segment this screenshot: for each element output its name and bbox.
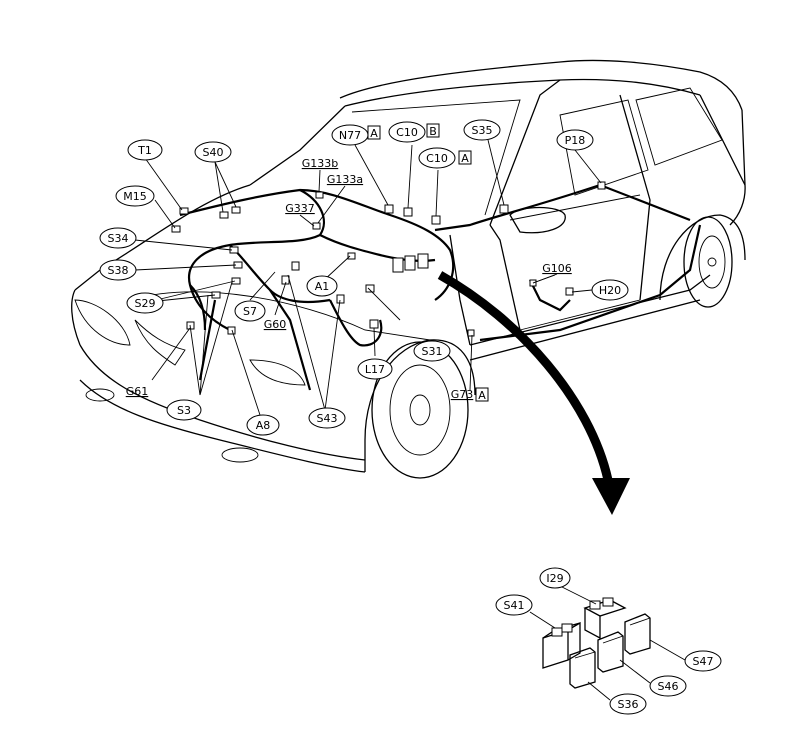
connector-S35: [499, 204, 509, 214]
callout-M15: M15: [123, 190, 147, 203]
relay-S46: [597, 631, 624, 673]
connector-L17: [369, 319, 379, 329]
relay-3: [417, 253, 429, 269]
callout-G73-box: A: [478, 389, 486, 402]
callout-G133b: G133b: [302, 157, 339, 170]
callout-P18: P18: [565, 134, 586, 147]
connector-G133b: [315, 191, 324, 199]
callout-S3: S3: [177, 404, 191, 417]
callout-A1: A1: [315, 280, 330, 293]
relay-S41: [542, 621, 581, 669]
car-outline: [71, 59, 746, 479]
callout-S7: S7: [243, 305, 257, 318]
connector-M15: [171, 225, 181, 233]
callout-C10-upper: C10: [396, 126, 418, 139]
callout-G106: G106: [542, 262, 572, 275]
callout-T1-bubble: [127, 139, 163, 161]
connector-A8: [227, 326, 236, 335]
callout-A8: A8: [256, 419, 271, 432]
callout-S46: S46: [658, 680, 679, 693]
callout-S38: S38: [108, 264, 129, 277]
callout-S35: S35: [472, 124, 493, 137]
connector-P18: [597, 181, 606, 190]
callout-G133a: G133a: [327, 173, 363, 186]
connector-C10-lower: [431, 215, 441, 225]
callout-G60: G60: [264, 318, 287, 331]
connector-S40a: [219, 211, 229, 219]
callout-G337: G337: [285, 202, 315, 215]
callout-S47: S47: [693, 655, 714, 668]
relay-S47: [624, 613, 651, 655]
callout-S29: S29: [135, 297, 156, 310]
connector-S43: [336, 294, 345, 304]
connector-G73: [467, 329, 475, 337]
callout-G73: G73: [451, 388, 474, 401]
callout-G61: G61: [126, 385, 149, 398]
connector-S31: [365, 284, 375, 293]
relay-detail: [529, 584, 686, 701]
connector-G60: [291, 261, 300, 271]
callout-L17: L17: [365, 363, 385, 376]
callout-I29: I29: [546, 572, 563, 585]
connector-C10-upper: [403, 207, 413, 217]
relay-I29: [583, 597, 627, 640]
callout-S34: S34: [108, 232, 129, 245]
relay-S36: [569, 647, 596, 689]
callout-N77-box: A: [370, 127, 378, 140]
connector-S40b: [231, 206, 241, 214]
connector-S29: [231, 277, 241, 285]
connector-G337: [312, 222, 321, 230]
callout-C10-upper-box: B: [429, 125, 437, 138]
callout-C10-lower-box: A: [461, 152, 469, 165]
callout-T1: T1: [137, 144, 152, 157]
callout-C10-lower: C10: [426, 152, 448, 165]
connectors: [171, 181, 606, 337]
callout-S40: S40: [203, 146, 224, 159]
connector-H20: [565, 287, 574, 296]
relay-2: [404, 255, 416, 271]
callout-S31: S31: [422, 345, 443, 358]
callout-S41: S41: [504, 599, 525, 612]
connector-N77: [384, 204, 394, 214]
callout-S36: S36: [618, 698, 639, 711]
connector-A1: [347, 252, 356, 260]
relay-1: [392, 257, 404, 273]
callouts: T1 S40 M15 N77 A C10 B S35 C10 A P18 S34…: [99, 119, 722, 715]
ground-leaders: [274, 169, 558, 316]
detail-arrow: [437, 271, 630, 515]
callout-S43: S43: [317, 412, 338, 425]
callout-N77: N77: [339, 129, 361, 142]
wiring-harness: [179, 183, 702, 391]
connector-T1: [179, 207, 189, 215]
callout-H20: H20: [599, 284, 621, 297]
